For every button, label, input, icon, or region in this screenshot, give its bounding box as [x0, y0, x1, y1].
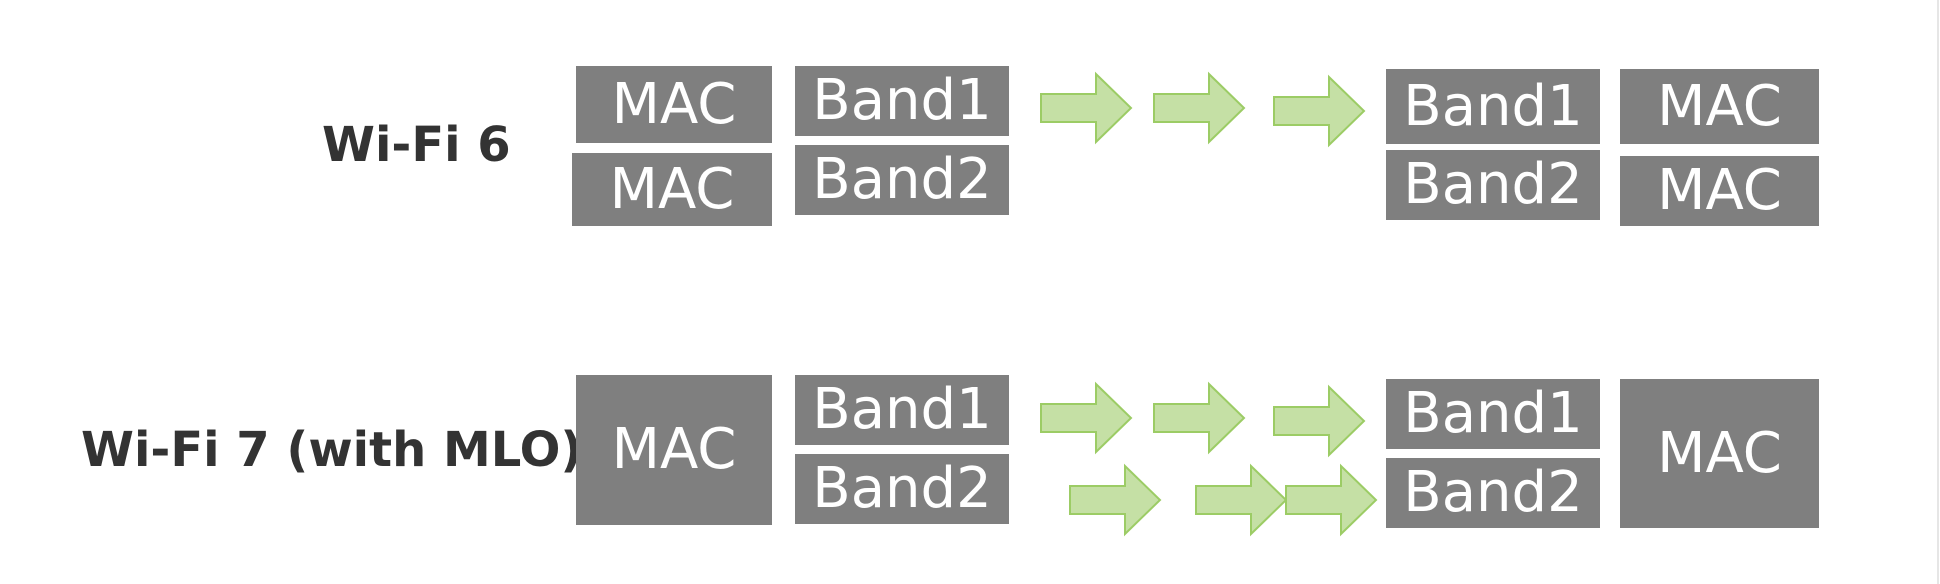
wifi6-sender-band-2: Band2	[795, 145, 1009, 215]
wifi6-sender-mac-1: MAC	[576, 66, 772, 143]
arrow-right-icon	[1273, 384, 1366, 458]
arrow-right-icon	[1273, 74, 1366, 148]
wifi6-sender-mac-2: MAC	[572, 153, 772, 226]
arrow-right-icon	[1040, 71, 1133, 145]
arrow-right-icon	[1285, 463, 1378, 537]
right-edge-divider	[1937, 0, 1939, 584]
wifi6-receiver-mac-2: MAC	[1620, 156, 1819, 226]
arrow-right-icon	[1040, 381, 1133, 455]
arrow-right-icon	[1153, 381, 1246, 455]
wifi7-sender-band-1: Band1	[795, 375, 1009, 445]
arrow-right-icon	[1153, 71, 1246, 145]
wifi6-receiver-band-2: Band2	[1386, 150, 1600, 220]
wifi7-sender-band-2: Band2	[795, 454, 1009, 524]
wifi6-receiver-mac-1: MAC	[1620, 69, 1819, 144]
arrow-right-icon	[1195, 463, 1288, 537]
arrow-right-icon	[1069, 463, 1162, 537]
row-label-wifi7-mlo: Wi-Fi 7 (with MLO)	[81, 422, 583, 478]
wifi7-receiver-band-2: Band2	[1386, 458, 1600, 528]
row-label-wifi6: Wi-Fi 6	[322, 117, 511, 173]
wifi7-sender-mac: MAC	[576, 375, 772, 525]
wifi7-receiver-band-1: Band1	[1386, 379, 1600, 449]
wifi6-receiver-band-1: Band1	[1386, 69, 1600, 144]
wifi6-sender-band-1: Band1	[795, 66, 1009, 136]
wifi7-receiver-mac: MAC	[1620, 379, 1819, 528]
